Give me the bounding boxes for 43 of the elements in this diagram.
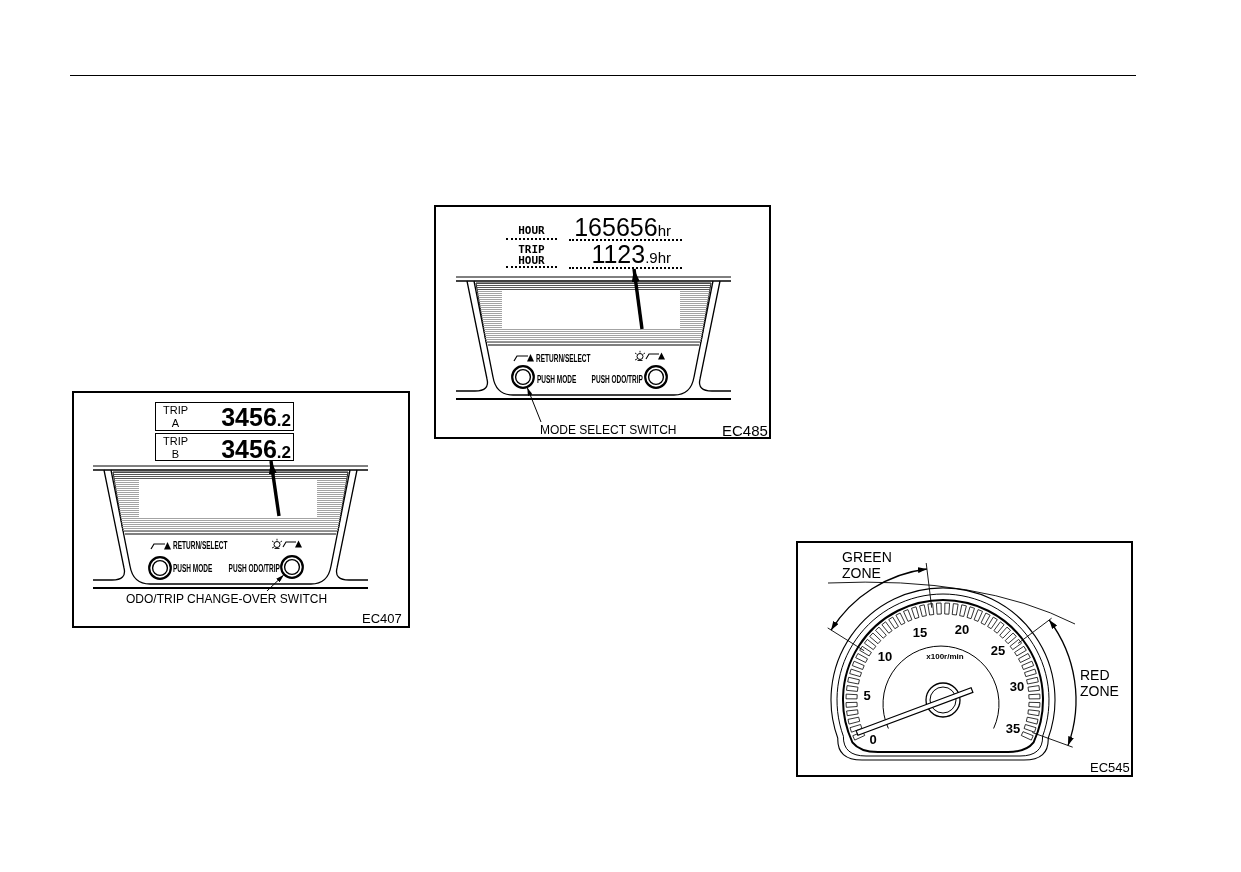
figure-frame <box>72 391 410 628</box>
readout-label: TRIP A <box>163 404 188 430</box>
scale-number: 35 <box>1005 721 1021 735</box>
readout-value: 3456.2 <box>221 405 291 433</box>
panel-caption: RETURN/SELECT <box>173 541 228 551</box>
push-button <box>644 365 668 389</box>
scale-number: 25 <box>990 643 1006 657</box>
readout-label: HOUR <box>506 226 557 240</box>
figure-frame <box>796 541 1133 777</box>
callout-text: MODE SELECT SWITCH <box>540 422 677 438</box>
figure-frame <box>434 205 771 439</box>
readout-box <box>155 433 294 461</box>
scale-number: 20 <box>954 622 970 636</box>
arrow <box>268 460 281 517</box>
push-button <box>148 556 172 580</box>
unit-label: x100r/min <box>926 653 964 661</box>
readout-label: TRIP HOUR <box>506 245 557 268</box>
scale-number: 30 <box>1009 679 1025 693</box>
arrow <box>526 387 542 423</box>
push-button <box>511 365 535 389</box>
arrow <box>266 574 285 592</box>
push-button <box>280 555 304 579</box>
zone-label: GREEN ZONE <box>842 549 892 581</box>
scale-number: 5 <box>863 688 871 702</box>
zone-label: RED ZONE <box>1080 667 1119 699</box>
figure-code: EC485 <box>722 423 768 438</box>
arrow <box>631 268 644 330</box>
readout-value: 3456.2 <box>221 437 291 465</box>
figure-code: EC545 <box>1090 761 1130 774</box>
button-label: PUSH ODO/TRIP <box>591 375 643 385</box>
readout-value: 165656hr <box>569 215 682 241</box>
figure-code: EC407 <box>362 612 402 625</box>
scale-number: 15 <box>912 625 928 639</box>
button-label: PUSH MODE <box>537 375 577 385</box>
readout-value: 1123.9hr <box>569 242 682 269</box>
readout-label: TRIP B <box>163 435 188 461</box>
button-label: PUSH MODE <box>173 564 213 574</box>
scale-number: 10 <box>877 649 893 663</box>
readout-box <box>155 402 294 431</box>
scale-number: 0 <box>869 732 877 746</box>
callout-text: ODO/TRIP CHANGE-OVER SWITCH <box>126 591 328 607</box>
button-label: PUSH ODO/TRIP <box>228 564 280 574</box>
panel-caption: RETURN/SELECT <box>536 354 591 364</box>
